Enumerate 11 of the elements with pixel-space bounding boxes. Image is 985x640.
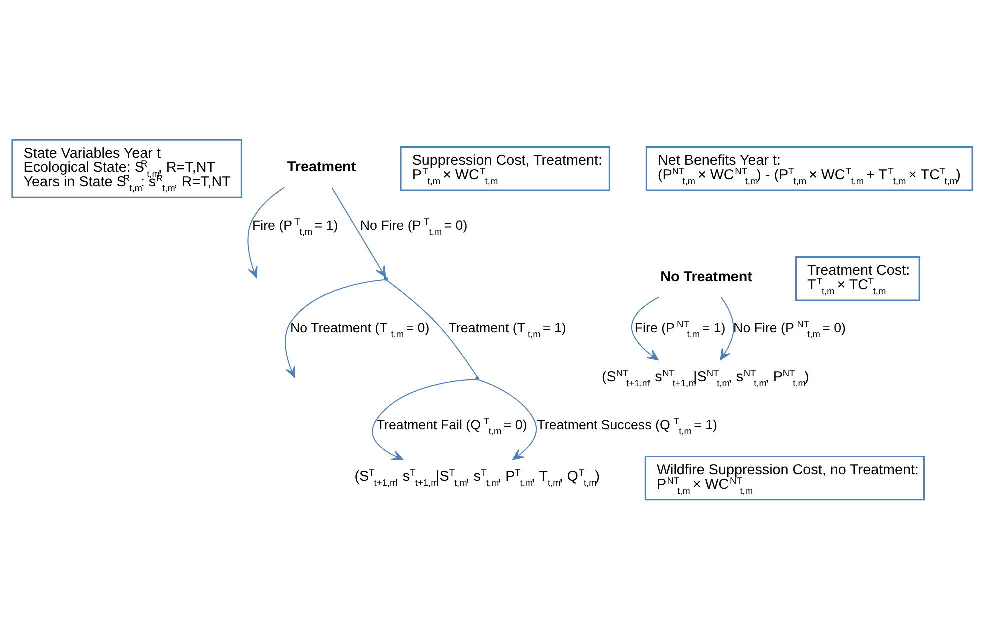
node-text: (S$^{NT}$$_{t+1,m}$, s$^{NT}$$_{t+1,m}$|S$^{NT}$$_{t,m}$, s$^{NT}$$_{t,m}$, P$^{NT}$$_{t,m}$) [602,368,810,388]
edge-label: Treatment Fail (Q$^{T}$$_{t,m}$ = 0) [376,416,528,436]
edge-label: Fire (P$^{NT}$$_{t,m}$ = 1) [634,320,726,340]
node-text: No Treatment [660,270,752,286]
node-text: Treatment [287,160,356,176]
edge-label: Fire (P$^{T}$$_{t,m}$ = 1) [252,216,338,237]
edge-label: No Fire (P$^{NT}$$_{t,m}$ = 0) [734,320,846,340]
edge-label: Treatment Success (Q$^{T}$$_{t,m}$ = 1) [537,416,718,436]
edge-label: No Treatment (T$_{t,m}$ = 0) [290,320,430,340]
edge-label: No Fire (P$^{T}$$_{t,m}$ = 0) [360,216,468,237]
edge-label: Treatment (T$_{t,m}$ = 1) [448,320,566,340]
